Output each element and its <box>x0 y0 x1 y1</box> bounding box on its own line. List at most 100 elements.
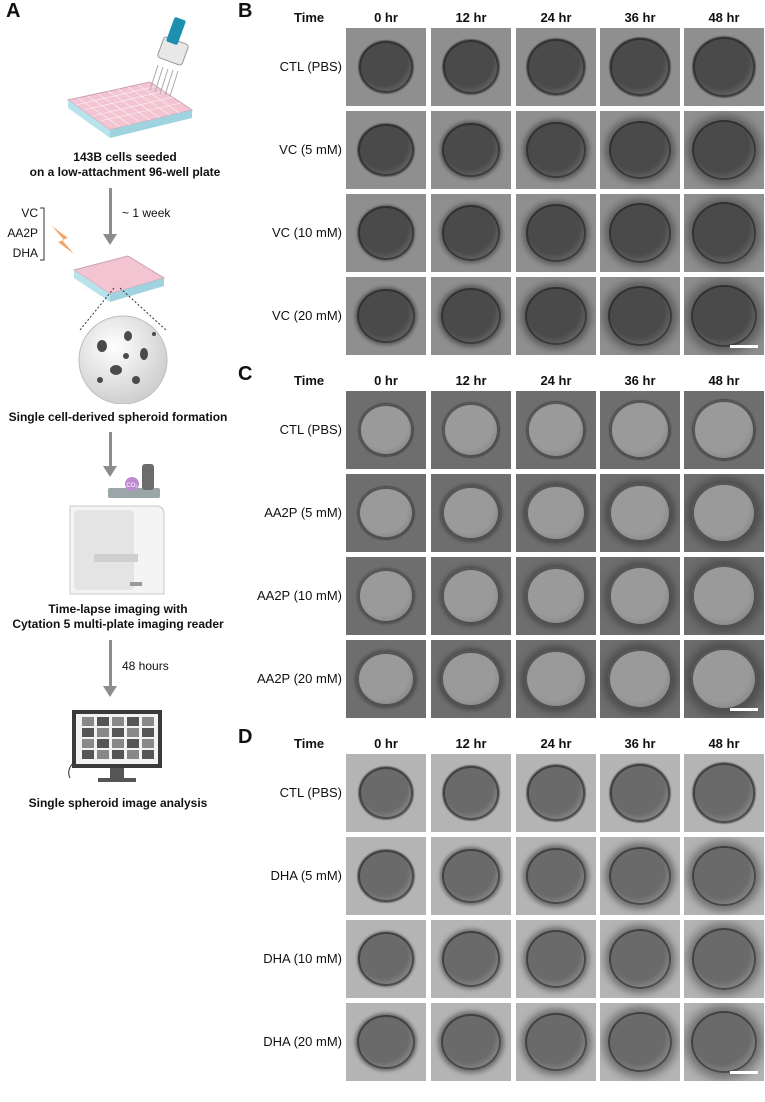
spheroid-blob <box>692 482 756 544</box>
spheroid-blob <box>608 648 672 710</box>
spheroid-blob <box>442 766 500 820</box>
spheroid-blob <box>692 119 756 181</box>
spheroid-blob <box>358 849 414 903</box>
spheroid-micrograph <box>684 557 764 635</box>
spheroid-micrograph <box>516 1003 596 1081</box>
spheroid-blob <box>357 1014 415 1070</box>
condition-row-label: CTL (PBS) <box>279 785 342 800</box>
step1-line1: 143B cells seeded <box>73 150 177 164</box>
spheroid-blob <box>441 205 501 261</box>
spheroid-micrograph <box>431 640 511 718</box>
spheroid-blob <box>525 204 587 262</box>
monitor-thumbnail <box>142 750 154 759</box>
spheroid-blob <box>526 847 586 905</box>
spheroid-blob <box>692 763 756 823</box>
spheroid-micrograph <box>431 391 511 469</box>
monitor-thumbnail <box>127 739 139 748</box>
spheroid-micrograph <box>516 111 596 189</box>
spheroid-micrograph <box>346 28 426 106</box>
spheroid-micrograph <box>346 474 426 552</box>
spheroid-blob <box>358 123 414 177</box>
spheroid-blob <box>441 287 501 345</box>
spheroid-blob <box>357 206 415 260</box>
time-column-header: 0 hr <box>374 10 398 25</box>
spheroid-blob <box>691 284 757 348</box>
spheroid-micrograph <box>684 640 764 718</box>
spheroid-blob <box>441 650 501 708</box>
spheroid-micrograph <box>346 640 426 718</box>
spheroid-blob <box>608 566 672 626</box>
panel-a-letter: A <box>6 0 21 22</box>
time-header-label: Time <box>294 10 325 25</box>
spheroid-micrograph <box>684 277 764 355</box>
condition-row-label: VC (20 mM) <box>271 308 342 323</box>
spheroid-micrograph <box>516 557 596 635</box>
spheroid-micrograph <box>516 277 596 355</box>
spheroid-micrograph <box>516 837 596 915</box>
spheroid-blob <box>359 41 413 93</box>
spheroid-blob <box>608 203 672 263</box>
spheroid-micrograph <box>346 194 426 272</box>
monitor-thumbnail <box>82 739 94 748</box>
spheroid-blob <box>692 37 756 97</box>
spheroid-blob <box>609 38 671 96</box>
spheroid-micrograph <box>431 474 511 552</box>
spheroid-micrograph <box>600 640 680 718</box>
spheroid-micrograph <box>600 557 680 635</box>
monitor-thumbnail <box>97 728 109 737</box>
treatment-dha: DHA <box>12 246 38 260</box>
condition-row-label: AA2P (5 mM) <box>264 505 342 520</box>
spheroid-micrograph <box>346 1003 426 1081</box>
time-column-header: 48 hr <box>708 736 740 751</box>
monitor-thumbnail <box>97 750 109 759</box>
arrow-1-head <box>103 234 117 245</box>
spheroid-blob <box>441 1013 501 1071</box>
spheroid-micrograph <box>346 837 426 915</box>
condition-row-label: DHA (10 mM) <box>263 951 342 966</box>
spheroid-blob <box>358 486 414 540</box>
spheroid-micrograph <box>431 1003 511 1081</box>
step4-label: Single spheroid image analysis <box>28 796 208 810</box>
spheroid-blob <box>526 39 586 95</box>
time-column-header: 24 hr <box>540 736 572 751</box>
spheroid-micrograph <box>684 111 764 189</box>
time-column-header: 12 hr <box>455 736 487 751</box>
spheroid-micrograph <box>431 557 511 635</box>
spheroid-micrograph <box>600 194 680 272</box>
treatment-bracket-and-lightning-icon <box>40 207 74 261</box>
arrow-3-shaft <box>109 640 112 688</box>
plate-small-illustration <box>72 255 166 302</box>
time-column-header: 36 hr <box>624 10 656 25</box>
spheroid-micrograph <box>516 920 596 998</box>
arrow-1-shaft <box>109 188 112 236</box>
time-header-label: Time <box>294 736 325 751</box>
spheroid-blob <box>357 651 415 707</box>
spheroid-blob <box>608 285 672 347</box>
time-column-header: 24 hr <box>540 10 572 25</box>
monitor-thumbnail <box>97 717 109 726</box>
spheroid-micrograph <box>346 557 426 635</box>
arrow-3-head <box>103 686 117 697</box>
condition-row-label: AA2P (10 mM) <box>256 588 342 603</box>
spheroid-micrograph <box>516 640 596 718</box>
spheroid-blob <box>359 404 413 456</box>
monitor-thumbnail <box>127 717 139 726</box>
arrow-2-head <box>103 466 117 477</box>
spheroid-blob <box>442 848 500 904</box>
spheroid-blob <box>441 931 501 987</box>
spheroid-blob <box>357 569 415 623</box>
plate-pipette-illustration <box>66 17 194 138</box>
monitor-thumbnail <box>112 739 124 748</box>
spheroid-blob <box>525 649 587 709</box>
spheroid-blob <box>442 40 500 94</box>
time-column-header: 36 hr <box>624 736 656 751</box>
spheroid-micrograph <box>516 194 596 272</box>
spheroid-micrograph <box>684 754 764 832</box>
spheroid-micrograph <box>346 277 426 355</box>
spheroid-micrograph <box>600 1003 680 1081</box>
spheroid-blob <box>526 402 586 458</box>
spheroid-micrograph <box>516 28 596 106</box>
monitor-thumbnail <box>142 739 154 748</box>
spheroid-blob <box>442 485 500 541</box>
condition-row-label: DHA (5 mM) <box>270 868 343 883</box>
